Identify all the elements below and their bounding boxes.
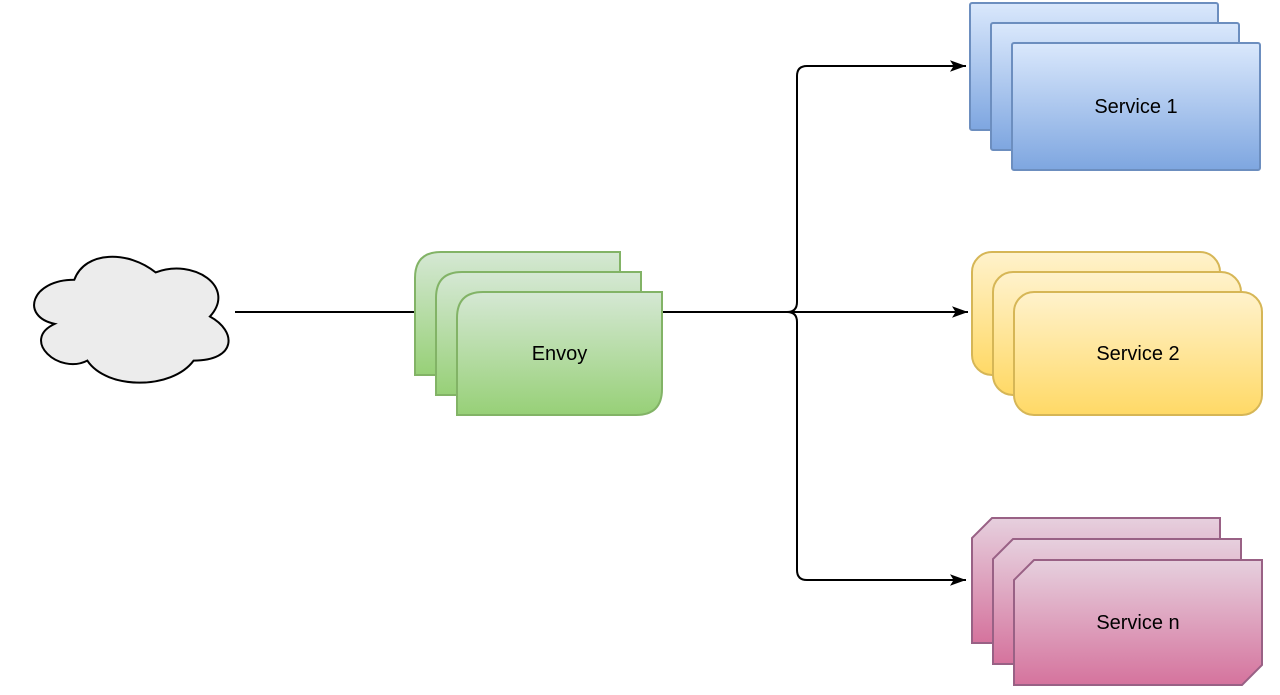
edge-envoy-to-service1 — [662, 60, 966, 313]
service-n-card-front — [1013, 559, 1263, 686]
edge-envoy-to-service-n — [662, 311, 966, 586]
service1-label: Service 1 — [1094, 96, 1177, 118]
service2-card-front — [1013, 291, 1263, 416]
cloud-node — [33, 255, 230, 384]
service1-node: Service 1 — [969, 2, 1261, 171]
cloud-icon — [33, 255, 230, 384]
service-n-label: Service n — [1096, 612, 1179, 634]
service2-label: Service 2 — [1096, 343, 1179, 365]
service-n-node: Service n — [971, 517, 1263, 686]
service2-node: Service 2 — [971, 251, 1263, 416]
envoy-node: Envoy — [414, 251, 663, 416]
envoy-label: Envoy — [532, 343, 588, 365]
edges-layer — [235, 60, 968, 586]
envoy-card-front — [456, 291, 663, 416]
service1-card-front — [1011, 42, 1261, 171]
